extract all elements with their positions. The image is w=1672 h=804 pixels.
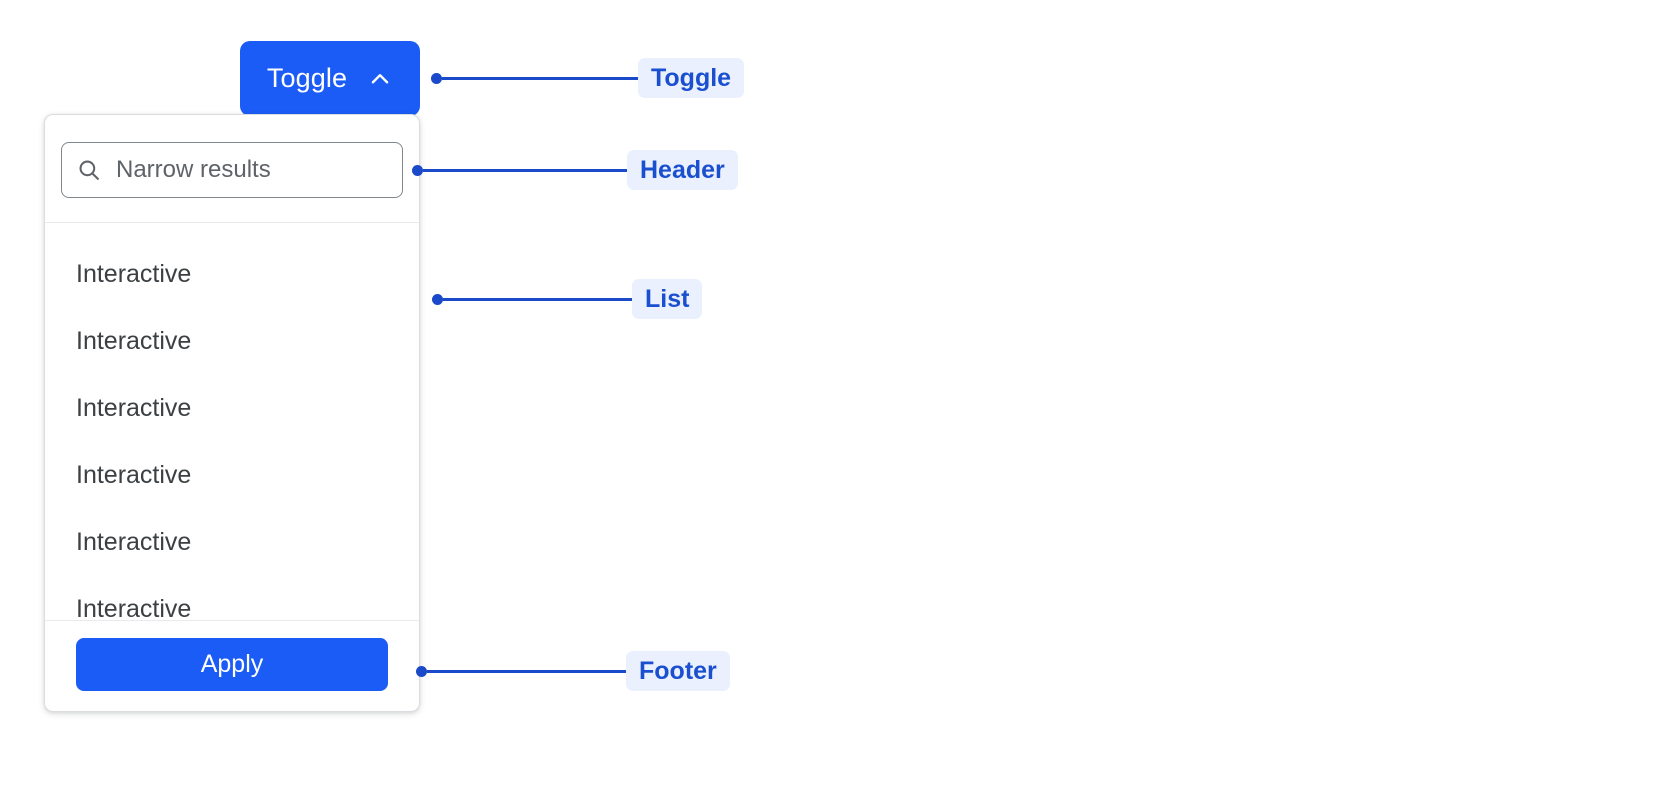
annotation-dot	[416, 665, 427, 677]
panel-header	[45, 115, 419, 223]
toggle-button-label: Toggle	[266, 63, 348, 93]
list-item-label: Interactive	[76, 595, 192, 620]
panel-footer: Apply	[45, 620, 419, 711]
annotation-line	[427, 669, 626, 673]
search-icon	[79, 160, 99, 180]
list-item[interactable]: Interactive	[45, 375, 419, 442]
annotation-dot	[431, 72, 442, 84]
list-item-label: Interactive	[76, 461, 192, 489]
chevron-up-icon	[371, 73, 389, 83]
annotation-line	[423, 168, 627, 172]
apply-button[interactable]: Apply	[76, 638, 388, 691]
dropdown-panel: Interactive Interactive Interactive Inte…	[44, 114, 420, 712]
list-item-label: Interactive	[76, 394, 192, 422]
panel-list: Interactive Interactive Interactive Inte…	[45, 223, 419, 620]
list-item[interactable]: Interactive	[45, 509, 419, 576]
toggle-button[interactable]: Toggle	[240, 41, 420, 116]
annotation-label: List	[632, 278, 703, 320]
list-item[interactable]: Interactive	[45, 241, 419, 308]
annotation-dot	[432, 293, 443, 305]
annotation-line	[443, 297, 632, 301]
search-field[interactable]	[61, 142, 403, 198]
annotation-label: Footer	[626, 650, 730, 692]
annotation-label: Toggle	[638, 57, 745, 99]
list-item[interactable]: Interactive	[45, 308, 419, 375]
search-input[interactable]	[116, 156, 388, 184]
list-item-label: Interactive	[76, 260, 192, 288]
list-item-label: Interactive	[76, 528, 192, 556]
list-item[interactable]: Interactive	[45, 576, 419, 620]
annotation-line	[442, 76, 638, 80]
list-item[interactable]: Interactive	[45, 442, 419, 509]
list-item-label: Interactive	[76, 327, 192, 355]
annotation-label: Header	[627, 149, 738, 191]
annotation-dot	[412, 164, 423, 176]
